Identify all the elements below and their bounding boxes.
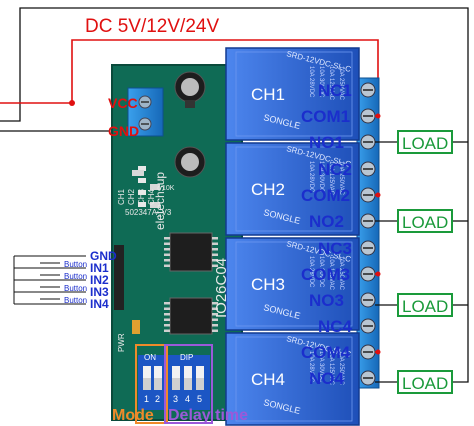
- contact-label-no3: NO3: [309, 291, 344, 310]
- contact-label-com2: COM2: [301, 186, 350, 205]
- dip-number: 4: [185, 394, 190, 404]
- load-1: LOAD: [375, 130, 453, 154]
- contact-label-nc1: NC1: [318, 81, 352, 100]
- input-header: [114, 245, 124, 310]
- load-4: LOAD: [375, 370, 453, 394]
- board-channel-label: CH3: [137, 188, 146, 205]
- relay-rating: 10A 125VAC: [328, 161, 334, 196]
- button-label: Button: [64, 260, 87, 269]
- load-label: LOAD: [402, 213, 448, 232]
- dip-number: 1: [144, 394, 149, 404]
- board-brand: eletechsup: [153, 172, 167, 230]
- load-label: LOAD: [402, 374, 448, 393]
- load-label: LOAD: [402, 134, 448, 153]
- load-label: LOAD: [402, 297, 448, 316]
- load-3: LOAD: [375, 293, 453, 317]
- load-return-wire: [0, 7, 469, 383]
- relay-rating: 10A 250VAC: [338, 256, 344, 291]
- relay-label: CH3: [251, 275, 285, 294]
- relay-rating: 10A 250VAC: [338, 66, 344, 101]
- contact-label-no1: NO1: [309, 133, 344, 152]
- relay-rating: 10A 28VDC: [308, 66, 314, 98]
- contact-label-nc4: NC4: [318, 317, 353, 336]
- ic-chip: [169, 232, 213, 272]
- gnd-label: GND: [108, 123, 139, 139]
- button-label: Button: [64, 284, 87, 293]
- contact-label-nc3: NC3: [318, 239, 352, 258]
- relay-rating: 10A 28VDC: [308, 351, 314, 383]
- board-channel-label: CH1: [117, 188, 126, 205]
- relay-rating: 10A 250VAC: [338, 351, 344, 386]
- junction-dot: [69, 100, 75, 106]
- input-button-1[interactable]: Button: [14, 260, 87, 269]
- cap-label: 10K: [162, 185, 175, 192]
- pcb-code: 502347A_V3: [125, 208, 172, 217]
- input-button-2[interactable]: Button: [14, 272, 87, 281]
- input-pin-in3: IN3: [90, 285, 109, 299]
- ic-chip: [169, 297, 213, 335]
- board-channel-label: CH2: [127, 188, 136, 205]
- relay-rating: 10A 28VDC: [308, 161, 314, 193]
- output-terminal-strip: [356, 77, 380, 389]
- vcc-label: VCC: [108, 95, 138, 111]
- dip-number: 5: [197, 394, 202, 404]
- supply-label: DC 5V/12V/24V: [85, 16, 219, 37]
- relay-rating: 10A 30VDC: [318, 161, 324, 193]
- pwr-label: PWR: [117, 333, 126, 352]
- contact-label-com4: COM4: [301, 343, 351, 362]
- relay-rating: 10A 30VDC: [318, 256, 324, 288]
- dip-number: 3: [173, 394, 178, 404]
- board-channel-label: CH4: [147, 188, 156, 205]
- relay-rating: 10A 125VAC: [328, 66, 334, 101]
- relay-rating: 10A 250VAC: [338, 161, 344, 196]
- relay-label: CH1: [251, 85, 285, 104]
- input-button-3[interactable]: Button: [14, 284, 87, 293]
- input-button-4[interactable]: Button: [14, 296, 87, 305]
- relay-rating: 10A 30VDC: [318, 351, 324, 383]
- contact-label-no4: NO4: [309, 369, 345, 388]
- input-pin-in2: IN2: [90, 273, 109, 287]
- board-model: IO26C04: [213, 258, 230, 318]
- contact-label-com1: COM1: [301, 107, 350, 126]
- contact-label-com3: COM3: [301, 265, 350, 284]
- mode-caption: Mode: [112, 407, 154, 424]
- input-pin-gnd: GND: [90, 249, 117, 263]
- mode-box-label: ON: [144, 353, 156, 362]
- load-2: LOAD: [375, 209, 453, 233]
- input-pin-in1: IN1: [90, 261, 109, 275]
- relay-rating: 10A 30VDC: [318, 66, 324, 98]
- relay-rating: 10A 125VAC: [328, 256, 334, 291]
- mode-switch-box: [135, 344, 168, 424]
- button-label: Button: [64, 296, 87, 305]
- dip-number: 2: [155, 394, 160, 404]
- relay-label: CH2: [251, 180, 285, 199]
- supply-wire: [0, 39, 379, 118]
- contact-label-no2: NO2: [309, 212, 344, 231]
- contact-label-nc2: NC2: [318, 160, 352, 179]
- button-label: Button: [64, 272, 87, 281]
- delay-caption: Delay time: [168, 407, 248, 424]
- delay-switch-box: [164, 344, 213, 424]
- relay-rating: 10A 125VAC: [328, 351, 334, 386]
- delay-box-label: DIP: [180, 353, 193, 362]
- relay-label: CH4: [251, 370, 285, 389]
- input-pin-in4: IN4: [90, 297, 109, 311]
- relay-rating: 10A 28VDC: [308, 256, 314, 288]
